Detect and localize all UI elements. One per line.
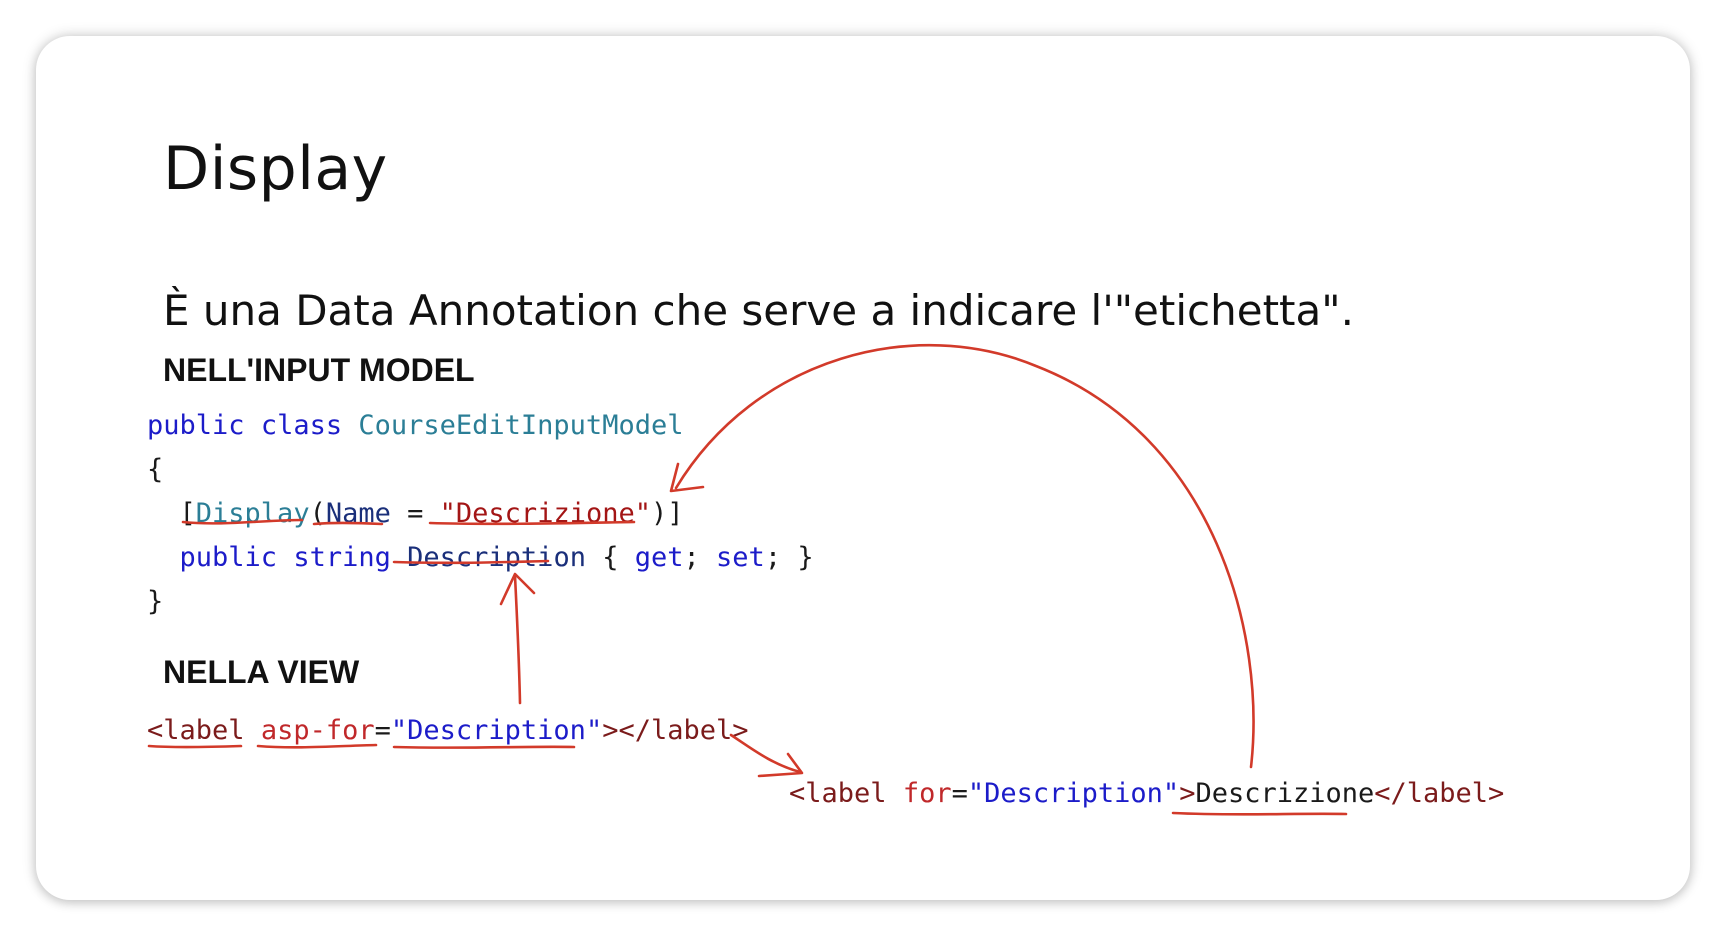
code-input-model: public class CourseEditInputModel { [Disp… [147,404,814,624]
code-line-5: } [147,586,164,617]
code-view-line: <label asp-for="Description"></label> [147,715,749,746]
section-input-model-heading: NELL'INPUT MODEL [163,352,475,388]
descrizione-output-text: Descrizione [1195,778,1375,809]
slide-subtitle: È una Data Annotation che serve a indica… [163,286,1354,335]
code-line-2: { [147,454,164,485]
code-line-3: [Display(Name = "Descrizione")] [179,498,684,529]
slide-card: Display È una Data Annotation che serve … [36,36,1690,900]
descrizione-string: "Descrizione" [439,498,651,529]
code-line-1: public class CourseEditInputModel [147,410,684,441]
code-output-line: <label for="Description">Descrizione</la… [789,778,1505,809]
slide-title: Display [163,134,388,204]
code-line-4: public string Description { get; set; } [179,542,814,573]
name-parameter: Name [325,498,391,529]
description-property: Description [407,542,586,573]
display-attribute: Display [195,498,310,529]
section-view-heading: NELLA VIEW [163,654,360,690]
